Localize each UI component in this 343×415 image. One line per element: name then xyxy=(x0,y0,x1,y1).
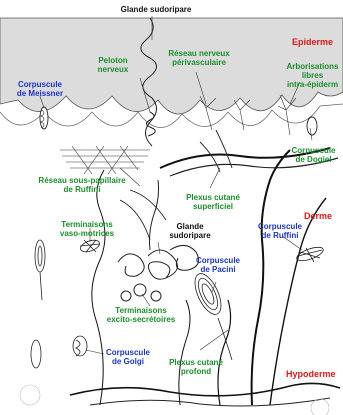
pacini-corpuscle xyxy=(190,270,232,360)
label-epiderme: Epiderme xyxy=(292,38,343,47)
label-reseau-perivasculaire: Réseau nerveux périvasculaire xyxy=(158,49,240,67)
label-derme: Derme xyxy=(304,212,343,221)
label-corpuscule-dogiel: Corpuscule de Dogiel xyxy=(284,146,343,164)
label-hypoderme: Hypoderme xyxy=(286,370,343,379)
label-glande-sudoripare-mid: Glande sudoripare xyxy=(160,222,220,240)
label-terminaisons-excito: Terminaisons excito-secrétoires xyxy=(96,306,186,324)
left-receptors xyxy=(31,240,45,368)
dogiel-corpuscle xyxy=(307,117,317,135)
label-plexus-profond: Plexus cutané profond xyxy=(160,358,232,376)
label-peloton-nerveux: Peloton nerveux xyxy=(88,56,138,74)
hypoderme-lobules xyxy=(20,385,329,415)
label-corpuscule-ruffini: Corpuscule de Ruffini xyxy=(248,222,312,240)
label-corpuscule-golgi: Corpuscule de Golgi xyxy=(96,348,160,366)
peloton-coil xyxy=(146,112,155,136)
ruffini-network xyxy=(60,146,150,174)
label-reseau-ruffini: Réseau sous-papillaire de Ruffini xyxy=(26,176,138,194)
label-glande-sudoripare-top: Glande sudoripare xyxy=(96,5,216,14)
golgi-corpuscle xyxy=(73,336,87,356)
label-plexus-superficiel: Plexus cutané superficiel xyxy=(178,193,248,211)
deep-plexus xyxy=(70,383,340,395)
label-terminaisons-vaso: Terminaisons vaso-motrices xyxy=(52,220,122,238)
label-corpuscule-meissner: Corpuscule de Meissner xyxy=(10,80,70,98)
label-corpuscule-pacini: Corpuscule de Pacini xyxy=(186,256,250,274)
label-arborisations-libres: Arborisations libres intra-épiderm xyxy=(282,62,343,89)
